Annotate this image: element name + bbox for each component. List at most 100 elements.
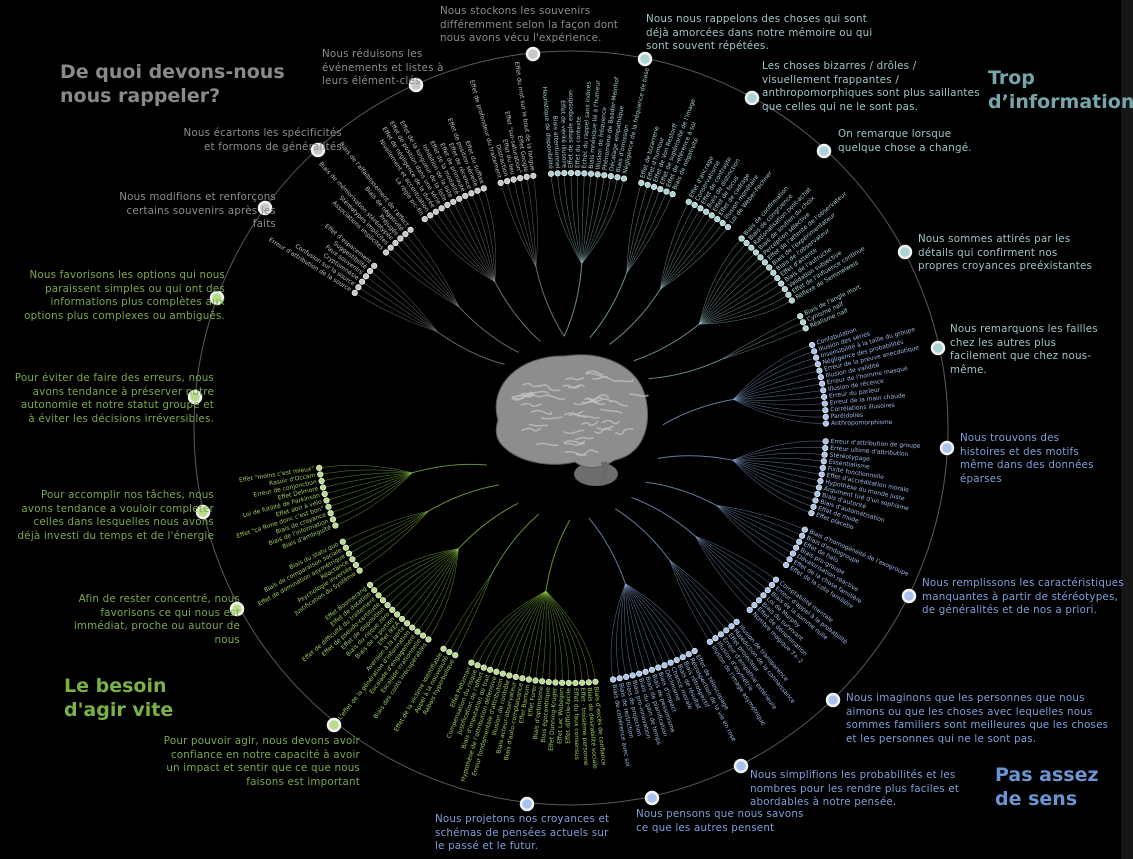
bias-dot[interactable] — [345, 550, 353, 557]
bias-dot[interactable] — [782, 561, 790, 569]
bias-dot[interactable] — [438, 205, 445, 212]
bias-dot[interactable] — [808, 510, 815, 517]
bias-dot[interactable] — [565, 679, 572, 687]
bias-dot[interactable] — [657, 186, 664, 193]
category-node[interactable] — [209, 290, 225, 306]
bias-dot[interactable] — [554, 170, 561, 177]
bias-dot[interactable] — [644, 181, 651, 188]
bias-dot[interactable] — [321, 490, 328, 498]
bias-dot[interactable] — [342, 544, 349, 551]
bias-dot[interactable] — [691, 647, 698, 655]
bias-dot[interactable] — [499, 670, 506, 677]
bias-dot[interactable] — [712, 635, 719, 642]
bias-dot[interactable] — [561, 169, 568, 177]
category-node[interactable] — [408, 77, 424, 93]
bias-dot[interactable] — [629, 672, 636, 679]
bias-dot[interactable] — [579, 679, 586, 686]
bias-dot[interactable] — [816, 367, 823, 374]
bias-dot[interactable] — [620, 175, 628, 182]
bias-dot[interactable] — [332, 522, 339, 529]
category-node[interactable] — [939, 440, 955, 456]
bias-dot[interactable] — [819, 464, 826, 471]
bias-dot[interactable] — [738, 235, 745, 242]
bias-dot[interactable] — [525, 676, 533, 683]
bias-dot[interactable] — [616, 675, 623, 682]
bias-dot[interactable] — [801, 526, 808, 533]
category-node[interactable] — [897, 244, 913, 260]
bias-dot[interactable] — [382, 249, 390, 256]
bias-dot[interactable] — [815, 484, 823, 491]
bias-dot[interactable] — [760, 592, 767, 599]
bias-dot[interactable] — [673, 656, 680, 664]
bias-dot[interactable] — [339, 538, 346, 545]
bias-dot[interactable] — [811, 348, 818, 355]
bias-dot[interactable] — [402, 230, 409, 238]
bias-dot[interactable] — [717, 631, 724, 638]
bias-dot[interactable] — [636, 670, 643, 677]
bias-dot[interactable] — [814, 490, 821, 498]
bias-dot[interactable] — [786, 556, 793, 563]
bias-dot[interactable] — [325, 503, 332, 510]
bias-dot[interactable] — [778, 280, 785, 287]
bias-dot[interactable] — [452, 652, 459, 659]
category-node[interactable] — [195, 504, 211, 520]
bias-dot[interactable] — [444, 201, 451, 209]
bias-dot[interactable] — [510, 176, 517, 183]
bias-dot[interactable] — [708, 212, 715, 219]
bias-dot[interactable] — [532, 677, 539, 684]
bias-dot[interactable] — [316, 464, 323, 471]
bias-dot[interactable] — [486, 666, 494, 673]
bias-dot[interactable] — [817, 477, 824, 485]
category-node[interactable] — [519, 796, 535, 812]
bias-dot[interactable] — [719, 219, 726, 227]
category-node[interactable] — [525, 46, 541, 62]
category-node[interactable] — [901, 588, 917, 604]
category-node[interactable] — [744, 90, 760, 106]
bias-dot[interactable] — [530, 172, 537, 179]
bias-dot[interactable] — [497, 179, 504, 186]
bias-dot[interactable] — [592, 678, 599, 685]
bias-dot[interactable] — [574, 169, 581, 177]
category-node[interactable] — [825, 692, 841, 708]
bias-dot[interactable] — [796, 538, 803, 545]
bias-dot[interactable] — [519, 675, 526, 682]
bias-dot[interactable] — [755, 597, 763, 604]
bias-dot[interactable] — [397, 235, 404, 242]
bias-dot[interactable] — [323, 497, 330, 504]
bias-dot[interactable] — [356, 567, 363, 574]
bias-dot[interactable] — [661, 662, 668, 669]
bias-dot[interactable] — [371, 587, 378, 594]
bias-dot[interactable] — [799, 532, 806, 539]
bias-dot[interactable] — [379, 597, 387, 604]
bias-dot[interactable] — [414, 628, 421, 635]
bias-dot[interactable] — [820, 458, 827, 465]
bias-dot[interactable] — [810, 503, 817, 510]
bias-dot[interactable] — [480, 185, 487, 192]
bias-dot[interactable] — [788, 297, 795, 304]
bias-dot[interactable] — [703, 208, 710, 215]
bias-dot[interactable] — [789, 550, 797, 557]
bias-dot[interactable] — [480, 664, 487, 671]
bias-dot[interactable] — [462, 192, 469, 200]
bias-label[interactable]: Effet Dunning-Kruger — [548, 687, 559, 751]
bias-dot[interactable] — [567, 169, 575, 177]
bias-dot[interactable] — [638, 179, 645, 186]
bias-dot[interactable] — [393, 611, 401, 618]
bias-dot[interactable] — [822, 438, 829, 445]
bias-dot[interactable] — [456, 195, 463, 202]
bias-dot[interactable] — [728, 623, 735, 630]
bias-dot[interactable] — [352, 561, 360, 569]
bias-dot[interactable] — [650, 183, 658, 190]
bias-dot[interactable] — [446, 648, 453, 656]
bias-dot[interactable] — [581, 170, 588, 177]
bias-dot[interactable] — [392, 239, 399, 247]
bias-dot[interactable] — [594, 171, 601, 178]
bias-dot[interactable] — [691, 201, 698, 209]
bias-dot[interactable] — [425, 636, 432, 643]
bias-dot[interactable] — [362, 273, 370, 280]
bias-dot[interactable] — [474, 662, 481, 669]
bias-dot[interactable] — [375, 592, 382, 599]
bias-label[interactable]: Stéréotypage — [829, 452, 870, 463]
category-node[interactable] — [326, 717, 342, 733]
bias-dot[interactable] — [820, 393, 828, 401]
